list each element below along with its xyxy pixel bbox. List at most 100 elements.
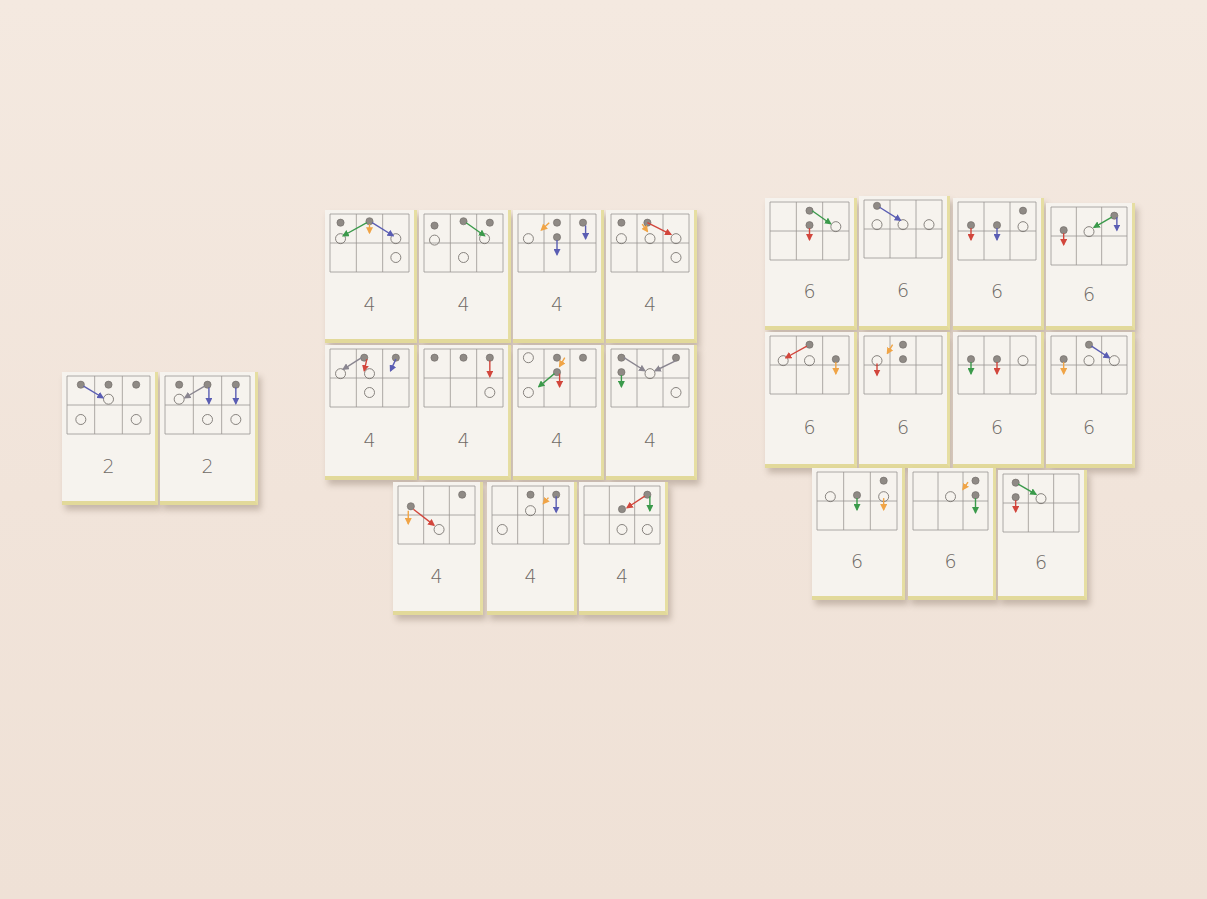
number-area: 4 — [419, 293, 508, 315]
stone-dot — [832, 356, 839, 363]
move-arrow — [1063, 362, 1064, 374]
card-grid — [579, 482, 665, 611]
stone-dot — [899, 341, 906, 348]
stone-dot — [1012, 479, 1019, 486]
stone-dot — [553, 219, 560, 226]
empty-circle — [1018, 222, 1028, 232]
number-area: 4 — [606, 429, 694, 451]
stone-dot — [880, 477, 887, 484]
stone-dot — [176, 381, 183, 388]
card-grid — [419, 345, 508, 476]
grid-line — [584, 486, 660, 487]
move-arrow — [809, 228, 810, 240]
number-area: 6 — [859, 416, 947, 438]
card-number: 6 — [1083, 416, 1095, 438]
puzzle-card: 2 — [62, 372, 158, 505]
stone-dot — [618, 506, 625, 513]
empty-circle — [434, 525, 444, 535]
puzzle-card: 6 — [859, 196, 950, 330]
move-arrow — [369, 224, 370, 233]
number-area: 4 — [513, 429, 601, 451]
empty-circle — [1084, 227, 1094, 237]
card-number: 6 — [803, 416, 815, 438]
empty-circle — [671, 388, 681, 398]
stone-dot — [460, 354, 467, 361]
number-area: 6 — [1046, 283, 1132, 305]
card-number: 4 — [457, 293, 469, 315]
stone-dot — [1012, 494, 1019, 501]
grid-line — [770, 202, 849, 203]
move-arrow — [466, 223, 484, 236]
grid-line — [330, 407, 409, 408]
card-number: 4 — [616, 565, 628, 587]
card-grid — [1046, 332, 1132, 464]
stone-dot — [204, 381, 211, 388]
move-arrow — [624, 358, 645, 371]
grid-line — [424, 214, 503, 215]
move-arrow — [970, 362, 971, 374]
stone-dot — [873, 202, 880, 209]
grid-line — [958, 202, 1036, 203]
empty-circle — [805, 356, 815, 366]
grid-line — [611, 214, 689, 215]
grid-line — [770, 260, 849, 261]
card-grid — [393, 482, 480, 611]
empty-circle — [642, 525, 652, 535]
move-arrow — [996, 228, 997, 240]
move-arrow — [786, 346, 807, 358]
stone-dot — [460, 218, 467, 225]
grid-line — [492, 544, 569, 545]
number-area: 4 — [419, 429, 508, 451]
grid-line — [424, 378, 503, 379]
puzzle-card: 6 — [1046, 332, 1135, 468]
move-arrow — [489, 361, 490, 377]
grid-line — [424, 272, 503, 273]
stone-dot — [806, 341, 813, 348]
puzzle-card: 4 — [579, 482, 668, 615]
card-number: 6 — [1083, 283, 1095, 305]
card-number: 4 — [551, 429, 563, 451]
card-grid — [606, 345, 694, 476]
empty-circle — [825, 492, 835, 502]
number-area: 6 — [908, 550, 993, 572]
card-grid — [1046, 203, 1132, 326]
card-number: 4 — [363, 293, 375, 315]
card-grid — [859, 196, 947, 326]
grid-line — [518, 349, 596, 350]
move-arrow — [1094, 217, 1112, 227]
move-arrow — [560, 358, 565, 367]
stone-dot — [1019, 207, 1026, 214]
stone-dot — [618, 354, 625, 361]
card-grid — [325, 345, 414, 476]
stone-dot — [672, 354, 679, 361]
stone-dot — [366, 218, 373, 225]
move-arrow — [856, 498, 857, 510]
stone-dot — [899, 356, 906, 363]
grid-line — [817, 472, 897, 473]
card-number: 2 — [201, 455, 213, 477]
grid-line — [1051, 207, 1127, 208]
empty-circle — [898, 220, 908, 230]
empty-circle — [459, 253, 469, 263]
card-number: 4 — [524, 565, 536, 587]
grid-line — [165, 405, 250, 406]
empty-circle — [645, 369, 655, 379]
stone-dot — [527, 491, 534, 498]
number-area: 4 — [325, 429, 414, 451]
card-grid — [859, 332, 947, 464]
grid-line — [1003, 532, 1079, 533]
puzzle-card: 4 — [513, 210, 604, 343]
empty-circle — [1109, 356, 1119, 366]
number-area: 2 — [160, 455, 255, 477]
empty-circle — [336, 369, 346, 379]
move-arrow — [1063, 233, 1064, 245]
move-arrow — [975, 498, 976, 512]
stone-dot — [407, 503, 414, 510]
move-arrow — [876, 364, 877, 376]
move-arrow — [343, 358, 361, 370]
puzzle-card: 4 — [606, 345, 697, 480]
empty-circle — [104, 394, 114, 404]
grid-line — [913, 472, 988, 473]
card-number: 4 — [644, 293, 656, 315]
puzzle-card: 6 — [765, 332, 857, 468]
